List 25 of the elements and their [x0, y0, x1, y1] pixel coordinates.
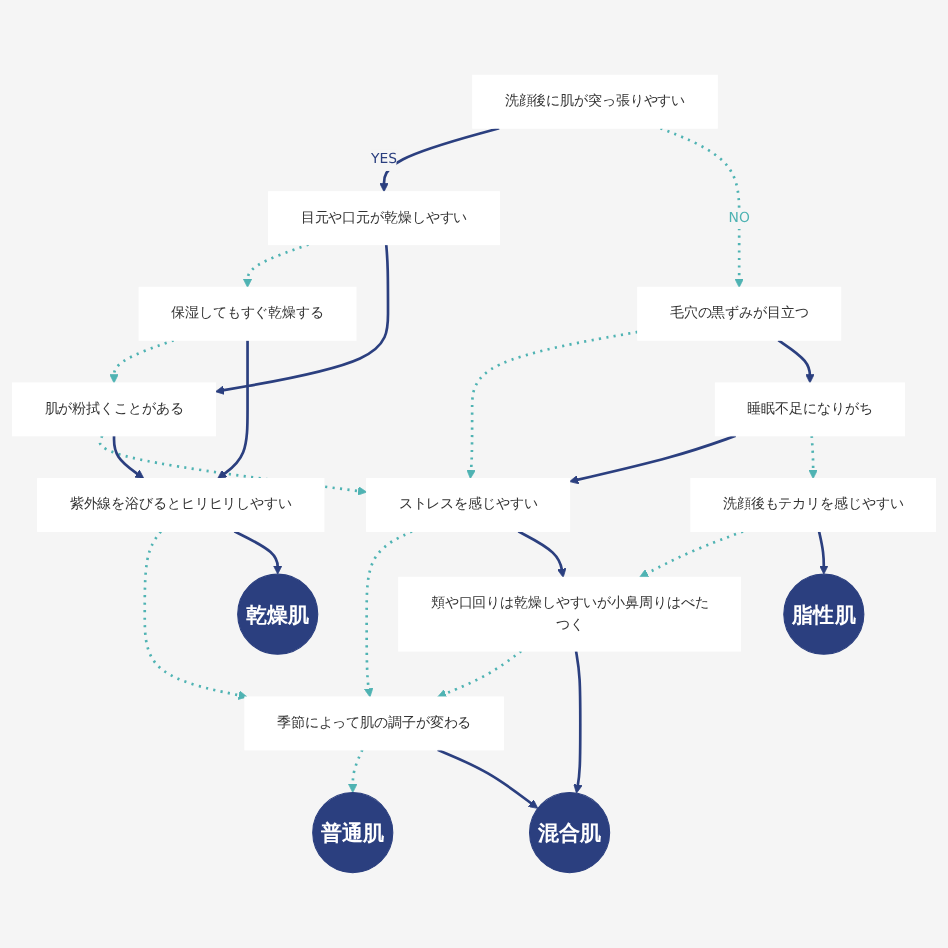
- arrow: [379, 126, 500, 193]
- arrow: [143, 530, 248, 700]
- arrow: [573, 650, 583, 794]
- arrow: [517, 530, 567, 578]
- arrow: [109, 338, 175, 384]
- arrow: [364, 530, 413, 698]
- arrow: [569, 434, 737, 485]
- arrow: [112, 435, 145, 479]
- arrow: [639, 530, 744, 578]
- arrow: [233, 530, 283, 575]
- arrow: [437, 650, 522, 699]
- node-circle: 混合肌: [529, 792, 611, 874]
- arrow: [215, 244, 390, 395]
- arrow: [659, 126, 744, 288]
- arrow: [808, 435, 818, 479]
- node-circle: 普通肌: [312, 792, 394, 874]
- arrow: [817, 531, 829, 575]
- arrow: [217, 340, 249, 479]
- node-circle: 乾燥肌: [237, 573, 319, 655]
- arrow: [437, 748, 539, 809]
- arrow: [242, 243, 309, 288]
- node-circle: 脂性肌: [783, 573, 865, 655]
- arrow: [466, 330, 638, 479]
- arrow: [348, 749, 364, 793]
- arrow: [777, 339, 815, 384]
